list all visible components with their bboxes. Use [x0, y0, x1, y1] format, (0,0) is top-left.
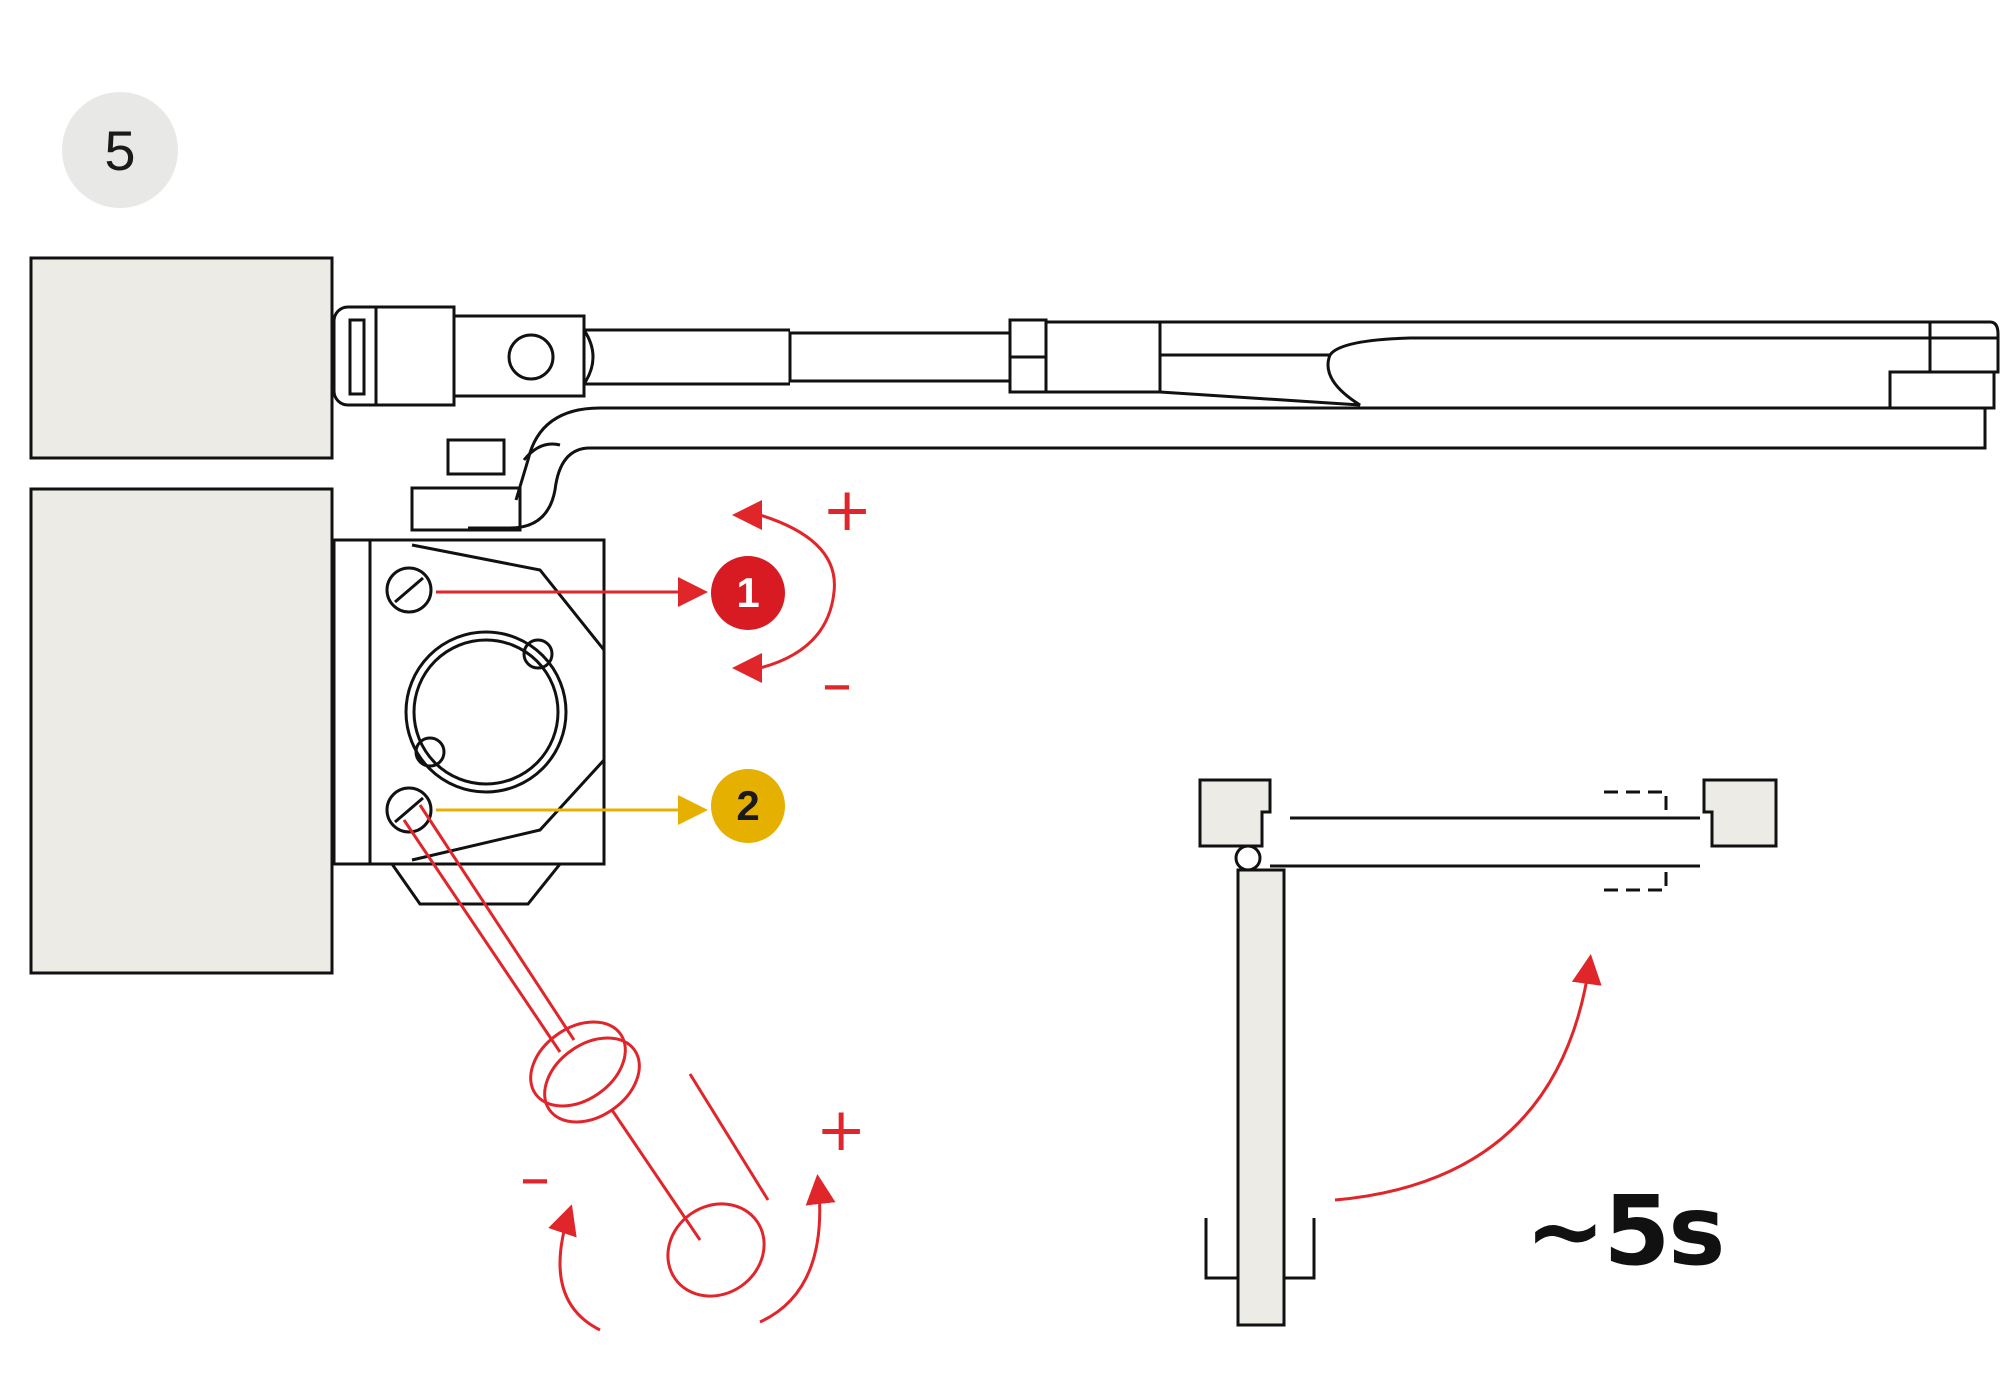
step-number-badge: 5: [62, 92, 178, 208]
minus-sign-top: –: [822, 649, 852, 719]
door-plan-view: [1198, 778, 1778, 1327]
door-frame: [29, 256, 334, 975]
plus-sign-bottom: +: [816, 1095, 867, 1165]
callout-2: 2: [711, 769, 785, 843]
closer-arm: [332, 305, 2000, 532]
door-leaf-block: [29, 487, 334, 975]
closer-body: [332, 538, 606, 906]
duration-label: ~5s: [1525, 1175, 1725, 1287]
adjust-arrows: [436, 500, 1602, 1332]
screwdriver: [402, 804, 770, 1298]
minus-sign-bottom: –: [520, 1143, 550, 1213]
frame-top-block: [29, 256, 334, 460]
callout-1: 1: [711, 556, 785, 630]
plus-sign-top: +: [822, 475, 873, 545]
